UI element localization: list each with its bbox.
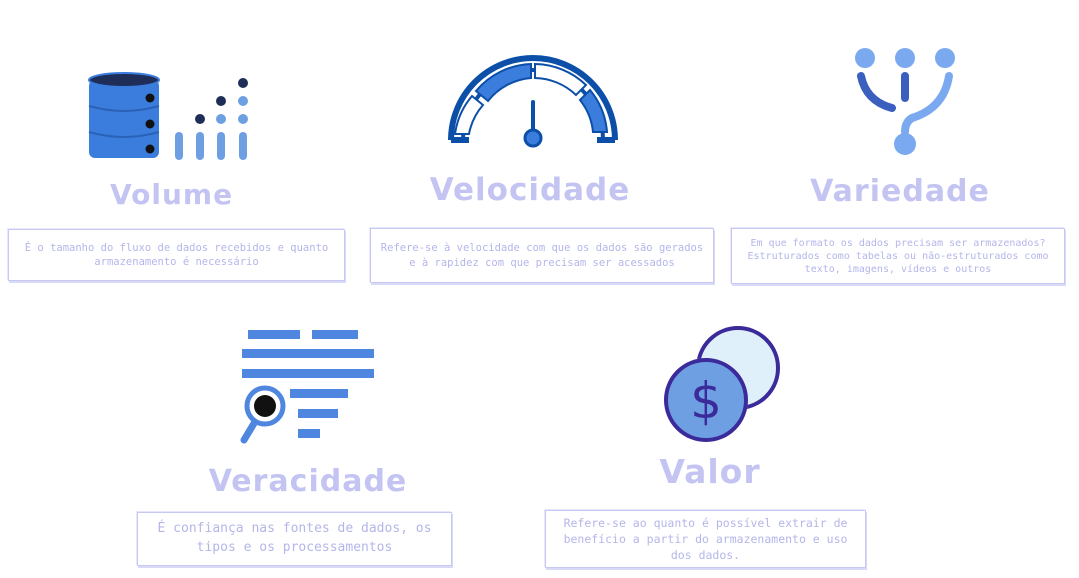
title-variedade: Variedade <box>810 174 990 209</box>
magnifier-document-icon <box>240 330 374 444</box>
database-icon <box>88 72 248 160</box>
dollar-coin-icon: $ <box>664 326 780 442</box>
title-velocidade: Velocidade <box>429 172 631 208</box>
title-valor: Valor <box>659 452 761 491</box>
title-veracidade: Veracidade <box>208 464 408 499</box>
speedometer-icon <box>448 55 618 148</box>
description-volume: É o tamanho do fluxo de dados recebidos … <box>8 229 345 281</box>
description-veracidade: É confiança nas fontes de dados, os tipo… <box>137 512 452 566</box>
fork-icon <box>855 48 955 155</box>
title-volume: Volume <box>110 178 234 211</box>
description-valor: Refere-se ao quanto é possível extrair d… <box>545 510 866 568</box>
svg-text:$: $ <box>690 372 722 430</box>
description-velocidade: Refere-se à velocidade com que os dados … <box>370 228 714 283</box>
description-variedade: Em que formato os dados precisam ser arm… <box>731 228 1065 284</box>
